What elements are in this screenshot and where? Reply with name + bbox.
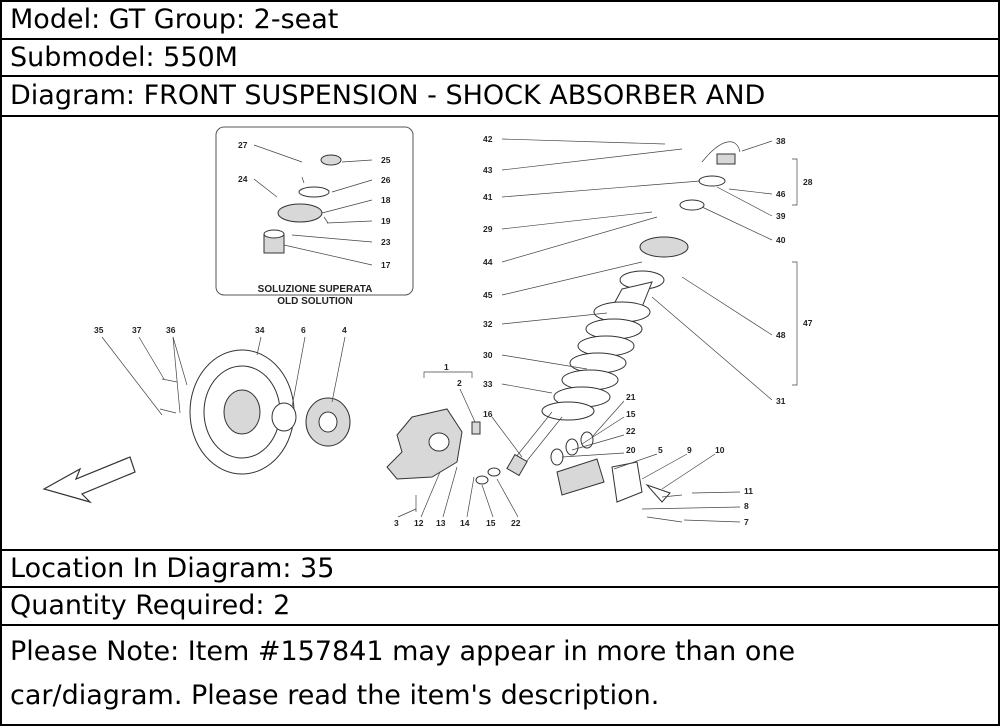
callout-20: 20	[626, 445, 636, 455]
bracket-28	[792, 158, 798, 206]
callout-46: 46	[776, 189, 786, 199]
callout-3: 3	[394, 518, 399, 528]
inset-frame	[215, 126, 414, 296]
callout-16: 16	[483, 409, 493, 419]
callout-9: 9	[687, 445, 692, 455]
callout-48: 48	[776, 330, 786, 340]
callout-23: 23	[381, 237, 391, 247]
callout-29: 29	[483, 224, 493, 234]
callout-18: 18	[381, 195, 391, 205]
location-row: Location In Diagram: 35	[2, 551, 998, 588]
callout-21: 21	[626, 392, 636, 402]
callout-42: 42	[483, 134, 493, 144]
inset-caption-en: OLD SOLUTION	[277, 296, 353, 307]
callout-25: 25	[381, 155, 391, 165]
callout-28: 28	[803, 177, 813, 187]
callout-8: 8	[744, 501, 749, 511]
callout-39: 39	[776, 211, 786, 221]
callout-1: 1	[444, 362, 449, 372]
diagram-title-row: Diagram: FRONT SUSPENSION - SHOCK ABSORB…	[2, 77, 998, 117]
bracket-47	[792, 261, 798, 386]
callout-22b: 22	[511, 518, 521, 528]
leader-lines	[101, 138, 773, 523]
callout-30: 30	[483, 350, 493, 360]
callout-33: 33	[483, 379, 493, 389]
callout-10: 10	[715, 445, 725, 455]
callout-37: 37	[132, 325, 142, 335]
callout-35: 35	[94, 325, 104, 335]
note-row: Please Note: Item #157841 may appear in …	[2, 626, 998, 724]
inset-parts	[263, 154, 342, 254]
callout-47: 47	[803, 318, 813, 328]
brake-disc-assembly	[159, 349, 351, 475]
callout-12: 12	[414, 518, 424, 528]
front-direction-arrow-icon	[42, 456, 136, 504]
callout-labels: 27 25 24 26 18 19 23 17 42 38 43 41 28 4…	[94, 134, 813, 528]
callout-34: 34	[255, 325, 265, 335]
callout-2: 2	[457, 378, 462, 388]
callout-14: 14	[460, 518, 470, 528]
callout-44: 44	[483, 257, 493, 267]
callout-32: 32	[483, 319, 493, 329]
callout-11: 11	[744, 486, 753, 496]
callout-22a: 22	[626, 426, 636, 436]
shock-absorber-assembly	[506, 141, 741, 477]
note-line-1: Please Note: Item #157841 may appear in …	[10, 636, 796, 667]
hub-carrier-assembly	[550, 431, 683, 523]
callout-13: 13	[436, 518, 446, 528]
callout-24: 24	[238, 174, 248, 184]
callout-27: 27	[238, 140, 248, 150]
upright-assembly	[386, 408, 501, 512]
callout-31: 31	[776, 396, 786, 406]
callout-26: 26	[381, 175, 391, 185]
note-line-2: car/diagram. Please read the item's desc…	[10, 680, 660, 711]
callout-40: 40	[776, 235, 786, 245]
callout-45: 45	[483, 290, 493, 300]
callout-43: 43	[483, 165, 493, 175]
callout-5: 5	[658, 445, 663, 455]
callout-6: 6	[301, 325, 306, 335]
callout-36: 36	[166, 325, 176, 335]
quantity-row: Quantity Required: 2	[2, 588, 998, 626]
bracket-1	[423, 371, 473, 378]
callout-15b: 15	[486, 518, 496, 528]
callout-17: 17	[381, 260, 391, 270]
exploded-parts-diagram: SOLUZIONE SUPERATA OLD SOLUTION	[2, 117, 998, 551]
callout-41: 41	[483, 192, 493, 202]
diagram-svg: SOLUZIONE SUPERATA OLD SOLUTION	[42, 126, 813, 528]
model-row: Model: GT Group: 2-seat	[2, 2, 998, 40]
callout-7: 7	[744, 517, 749, 527]
callout-38: 38	[776, 136, 786, 146]
callout-19: 19	[381, 216, 391, 226]
inset-caption-it: SOLUZIONE SUPERATA	[258, 284, 373, 295]
submodel-row: Submodel: 550M	[2, 40, 998, 77]
callout-4: 4	[342, 325, 347, 335]
callout-15a: 15	[626, 409, 636, 419]
